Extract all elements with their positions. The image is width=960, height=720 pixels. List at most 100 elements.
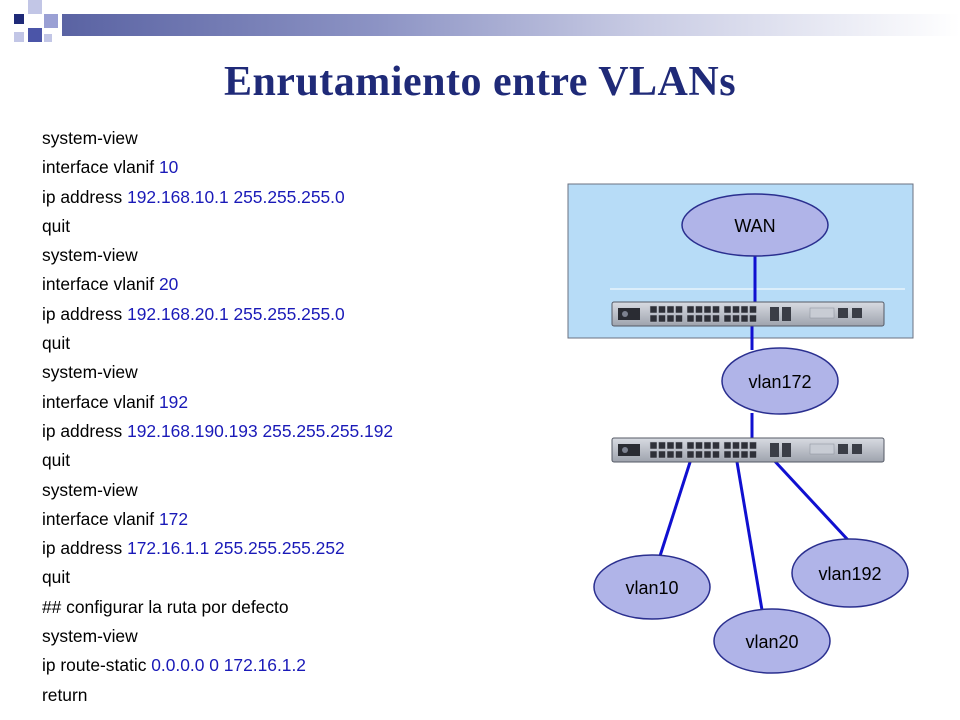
command-line: ip address 172.16.1.1 255.255.255.252 <box>42 534 393 563</box>
port <box>723 441 732 450</box>
node-vlan192-label: vlan192 <box>818 564 881 584</box>
node-vlan10-label: vlan10 <box>625 578 678 598</box>
command-line: ip route-static 0.0.0.0 0 172.16.1.2 <box>42 651 393 680</box>
command-argument: 192.168.20.1 255.255.255.0 <box>127 303 345 324</box>
command-argument: 192.168.190.193 255.255.255.192 <box>127 420 394 441</box>
command-keyword: system-view <box>42 479 138 500</box>
power-socket <box>622 311 628 317</box>
node-vlan192: vlan192 <box>791 538 909 608</box>
link-switch-vlan10 <box>658 455 694 557</box>
port <box>732 314 740 323</box>
command-line: quit <box>42 329 393 358</box>
sfp-port <box>782 307 791 321</box>
command-line: system-view <box>42 358 393 387</box>
command-line: ## configurar la ruta por defecto <box>42 593 393 622</box>
port <box>695 441 703 450</box>
command-keyword: return <box>42 684 88 705</box>
port <box>675 314 683 323</box>
sfp-port <box>770 443 779 457</box>
port <box>675 441 683 450</box>
port <box>675 305 683 314</box>
port <box>749 305 757 314</box>
port <box>686 305 695 314</box>
port <box>749 314 757 323</box>
command-line: system-view <box>42 476 393 505</box>
node-vlan172-label: vlan172 <box>748 372 811 392</box>
command-line: system-view <box>42 241 393 270</box>
switch-icon <box>611 437 885 463</box>
link-switch-vlan192 <box>768 454 850 542</box>
decor-square <box>44 14 58 28</box>
command-keyword: quit <box>42 450 71 471</box>
port <box>712 314 720 323</box>
power-module <box>618 444 640 456</box>
sfp-port <box>782 443 791 457</box>
power-module <box>618 308 640 320</box>
switch-icon <box>611 301 885 327</box>
port <box>712 305 720 314</box>
port <box>703 441 712 450</box>
mgmt-port <box>852 308 862 318</box>
port <box>703 305 712 314</box>
port <box>740 450 749 459</box>
command-keyword: quit <box>42 215 71 236</box>
port <box>649 314 658 323</box>
command-line: ip address 192.168.10.1 255.255.255.0 <box>42 183 393 212</box>
port <box>703 450 712 459</box>
command-line: return <box>42 681 393 710</box>
command-keyword: system-view <box>42 128 138 148</box>
header-gradient-bar <box>62 14 960 36</box>
command-argument: 0.0.0.0 0 172.16.1.2 <box>151 655 306 676</box>
command-keyword: ip address <box>42 186 123 207</box>
command-keyword: system-view <box>42 362 138 383</box>
command-argument: 10 <box>158 157 179 178</box>
port <box>658 305 666 314</box>
port <box>740 305 749 314</box>
command-line: interface vlanif 192 <box>42 388 393 417</box>
port <box>712 441 720 450</box>
port <box>658 450 666 459</box>
command-keyword: ip address <box>42 303 123 324</box>
command-keyword: ip address <box>42 420 123 441</box>
command-line: quit <box>42 212 393 241</box>
command-keyword: ## configurar la ruta por defecto <box>42 596 289 617</box>
port <box>649 305 658 314</box>
command-line: system-view <box>42 124 393 153</box>
command-keyword: interface vlanif <box>42 508 155 529</box>
port <box>703 314 712 323</box>
port <box>695 314 703 323</box>
command-argument: 20 <box>158 274 179 295</box>
node-vlan20-label: vlan20 <box>745 632 798 652</box>
decor-square <box>14 14 24 24</box>
command-keyword: interface vlanif <box>42 391 155 412</box>
links <box>658 255 850 611</box>
port <box>749 450 757 459</box>
mgmt-port <box>838 308 848 318</box>
port <box>666 450 675 459</box>
port <box>649 450 658 459</box>
port <box>740 314 749 323</box>
port <box>723 305 732 314</box>
port <box>723 450 732 459</box>
command-keyword: interface vlanif <box>42 157 155 178</box>
port <box>666 305 675 314</box>
node-vlan10: vlan10 <box>593 554 711 620</box>
node-wan-label: WAN <box>734 216 775 236</box>
port <box>732 441 740 450</box>
command-line: interface vlanif 10 <box>42 153 393 182</box>
command-line: system-view <box>42 622 393 651</box>
port <box>740 441 749 450</box>
command-keyword: ip address <box>42 538 123 559</box>
command-line: quit <box>42 563 393 592</box>
command-keyword: system-view <box>42 626 138 647</box>
command-argument: 192 <box>158 391 188 412</box>
command-keyword: quit <box>42 567 71 588</box>
console-port <box>809 443 835 455</box>
command-line: ip address 192.168.190.193 255.255.255.1… <box>42 417 393 446</box>
sfp-port <box>770 307 779 321</box>
decor-square <box>14 32 24 42</box>
port <box>686 314 695 323</box>
port <box>732 305 740 314</box>
port <box>695 305 703 314</box>
port <box>732 450 740 459</box>
